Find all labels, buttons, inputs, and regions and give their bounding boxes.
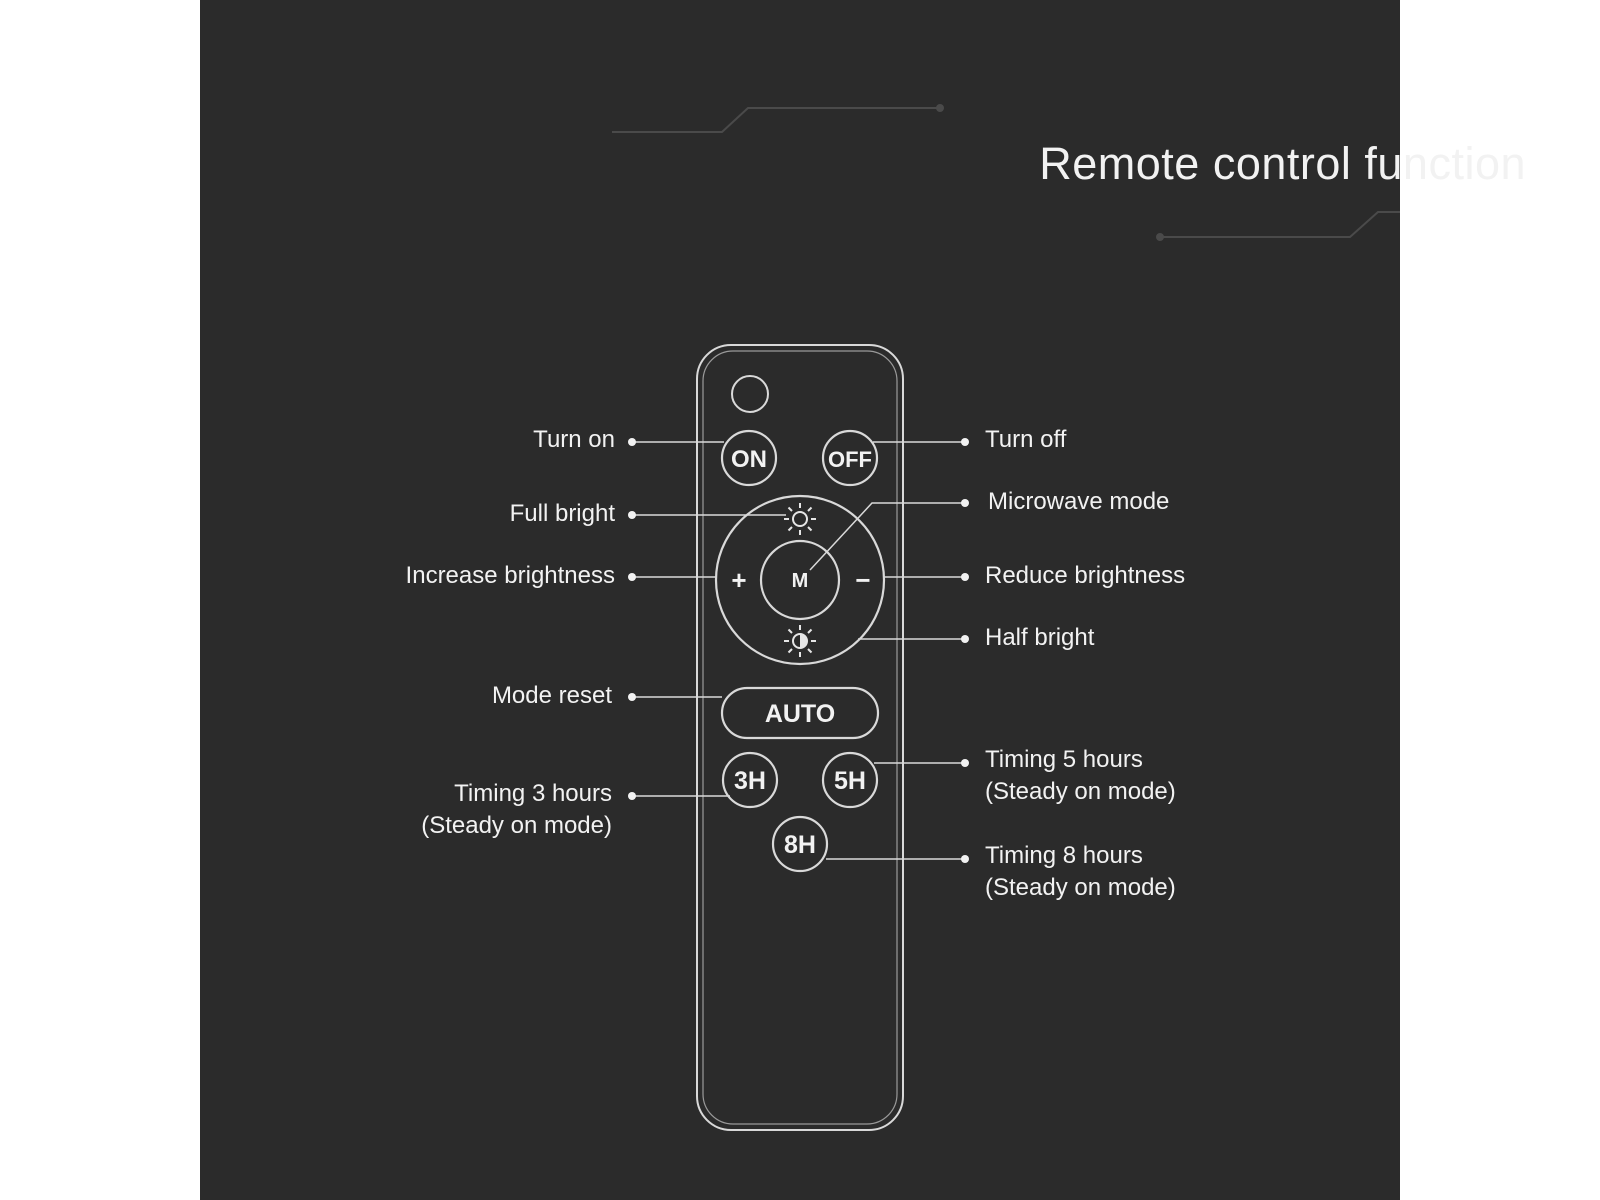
on-button[interactable]: ON xyxy=(720,429,778,487)
label-timer-3h-title: Timing 3 hours xyxy=(454,780,612,807)
label-increase-brightness: Increase brightness xyxy=(405,562,615,589)
decor-lines xyxy=(612,104,1400,241)
leader-lines xyxy=(632,441,965,860)
timer-8h-button[interactable]: 8H xyxy=(771,815,829,873)
label-timer-8h-title: Timing 8 hours xyxy=(985,842,1143,869)
page-title: Remote control function xyxy=(1039,138,1526,189)
leader-dots xyxy=(628,438,969,863)
label-timer-3h: Timing 3 hours (Steady on mode) xyxy=(421,778,612,842)
remote-body xyxy=(696,344,904,1131)
label-turn-off: Turn off xyxy=(985,426,1067,453)
label-microwave-mode: Microwave mode xyxy=(988,488,1170,515)
timer-5h-label: 5H xyxy=(834,767,866,795)
label-timer-8h-sub: (Steady on mode) xyxy=(985,874,1176,901)
mode-button[interactable]: M xyxy=(759,539,841,621)
timer-3h-button[interactable]: 3H xyxy=(721,751,779,809)
label-timer-5h-sub: (Steady on mode) xyxy=(985,778,1176,805)
label-reduce-brightness: Reduce brightness xyxy=(985,562,1186,589)
label-timer-3h-sub: (Steady on mode) xyxy=(421,812,612,839)
auto-button-label: AUTO xyxy=(765,700,835,728)
label-timer-5h-title: Timing 5 hours xyxy=(985,746,1143,773)
label-half-bright: Half bright xyxy=(985,624,1095,651)
timer-8h-label: 8H xyxy=(784,831,816,859)
infographic-panel xyxy=(200,0,1400,1200)
sun-icon[interactable] xyxy=(784,503,816,535)
leader-microwave xyxy=(809,502,965,571)
off-button-label: OFF xyxy=(828,447,872,472)
label-full-bright: Full bright xyxy=(509,500,615,527)
label-turn-on: Turn on xyxy=(533,426,615,453)
label-timer-5h: Timing 5 hours (Steady on mode) xyxy=(985,744,1176,808)
timer-5h-button[interactable]: 5H xyxy=(821,751,879,809)
mode-button-label: M xyxy=(792,570,809,592)
on-button-label: ON xyxy=(731,446,767,473)
off-button[interactable]: OFF xyxy=(821,429,879,487)
auto-button[interactable]: AUTO xyxy=(720,686,880,740)
half-sun-icon[interactable] xyxy=(784,625,816,657)
timer-3h-label: 3H xyxy=(734,767,766,795)
increase-brightness-button[interactable]: + xyxy=(731,565,746,595)
label-mode-reset: Mode reset xyxy=(491,682,612,709)
reduce-brightness-button[interactable]: − xyxy=(855,565,870,595)
brightness-dial xyxy=(714,494,886,666)
label-timer-8h: Timing 8 hours (Steady on mode) xyxy=(985,840,1176,904)
ir-sensor xyxy=(731,375,769,413)
